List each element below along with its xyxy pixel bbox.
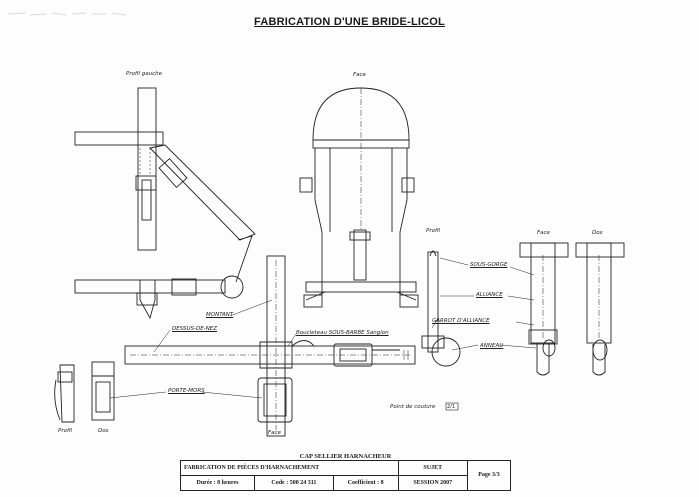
cartouche-school: CAP SELLIER HARNACHEUR: [299, 453, 392, 460]
cartouche-subject: FABRICATION DE PIÈCES D'HARNACHEMENT: [180, 460, 399, 476]
profil-gauche-view: [74, 87, 256, 320]
label-garrot-alliance: GARROT D'ALLIANCE: [432, 318, 490, 324]
porte-mors-views: [54, 361, 115, 423]
label-alliance: ALLIANCE: [476, 292, 503, 298]
label-dessus-de-nez: DESSUS-DE-NEZ: [172, 326, 218, 332]
cartouche-code: Code : 500 24 311: [254, 475, 334, 491]
face-top-view: [299, 87, 419, 308]
scan-artifact: [7, 12, 127, 16]
leader-lines: [109, 257, 537, 399]
dos-right-view: [575, 242, 625, 376]
label-anneau: ANNEAU: [480, 343, 504, 349]
cartouche-table: FABRICATION DE PIÈCES D'HARNACHEMENT SUJ…: [179, 460, 512, 491]
face-right-view: [519, 242, 569, 376]
label-face-right: Face: [537, 230, 550, 236]
label-dos-bottom: Dos: [98, 428, 109, 434]
label-point-couture-code: 2/1: [447, 404, 456, 410]
cartouche-page: Page 3/3: [466, 460, 512, 491]
label-face-bottom: Face: [268, 430, 281, 436]
cartouche-coefficient: Coefficient : 8: [332, 475, 399, 491]
label-dos-right: Dos: [592, 230, 603, 236]
document-title: FABRICATION D'UNE BRIDE-LICOL: [254, 16, 445, 28]
cartouche-sujet-label: SUJET: [397, 460, 468, 476]
dessus-de-nez-view: [124, 255, 416, 437]
cartouche-duree: Durée : 8 heures: [179, 475, 256, 491]
label-face-top: Face: [353, 72, 366, 78]
label-profil-right: Profil: [426, 228, 441, 234]
label-profil-bottom: Profil: [58, 428, 73, 434]
label-montant: MONTANT: [206, 312, 234, 318]
couture-box: [445, 402, 459, 411]
profil-right-view: [421, 250, 461, 367]
label-porte-mors: PORTE-MORS: [168, 388, 205, 394]
label-profil-gauche: Profil gauche: [126, 71, 163, 77]
label-bouclerie: Boucleteau SOUS-BARBE Sanglon: [296, 330, 389, 336]
cartouche-session: SESSION 2007: [397, 475, 468, 491]
label-point-couture: Point de couture: [390, 404, 436, 410]
label-sous-gorge: SOUS-GORGE: [470, 262, 508, 268]
